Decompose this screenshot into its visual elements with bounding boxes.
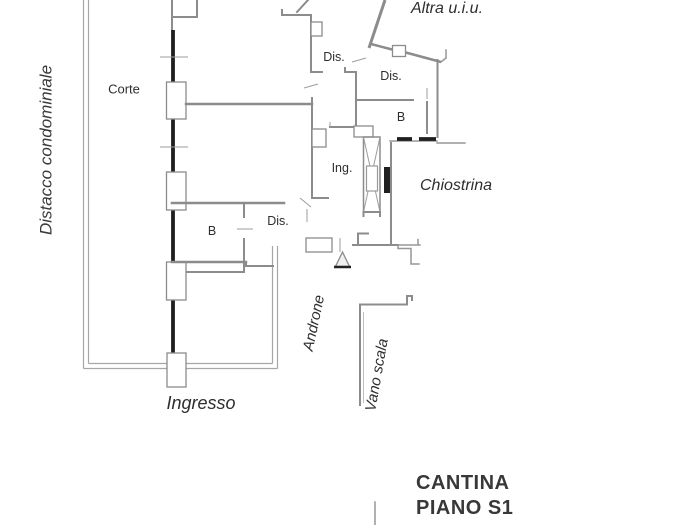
label-distacco-condominiale: Distacco condominiale — [36, 64, 56, 236]
corridor-walls — [329, 67, 374, 138]
label-bagno-right: B — [396, 109, 406, 124]
label-chiostrina: Chiostrina — [419, 177, 493, 194]
top-room-walls — [184, 0, 327, 199]
shaft-and-chiostrina — [362, 136, 392, 244]
label-cantina-line2: PIANO S1 — [416, 497, 514, 519]
label-cantina-line1: CANTINA — [416, 472, 510, 494]
entrance-walls — [305, 232, 421, 269]
diagonal-party-walls — [351, 0, 448, 138]
lower-left-walls — [170, 260, 274, 273]
label-ingresso-corridor: Ing. — [331, 160, 353, 175]
middle-room-walls — [170, 197, 329, 263]
label-cantina-piano: CANTINA PIANO S1 — [416, 471, 513, 521]
stairwell-walls — [359, 295, 413, 525]
label-altra-uiu: Altra u.i.u. — [410, 0, 484, 17]
label-bagno-left: B — [207, 223, 217, 238]
label-dis-top: Dis. — [323, 49, 345, 64]
label-dis-right: Dis. — [380, 68, 402, 83]
bathroom-top-right-walls — [356, 88, 466, 144]
label-corte: Corte — [108, 81, 140, 97]
left-window-wall — [160, 0, 198, 388]
label-ingresso: Ingresso — [166, 393, 236, 413]
label-dis-center: Dis. — [267, 213, 289, 228]
